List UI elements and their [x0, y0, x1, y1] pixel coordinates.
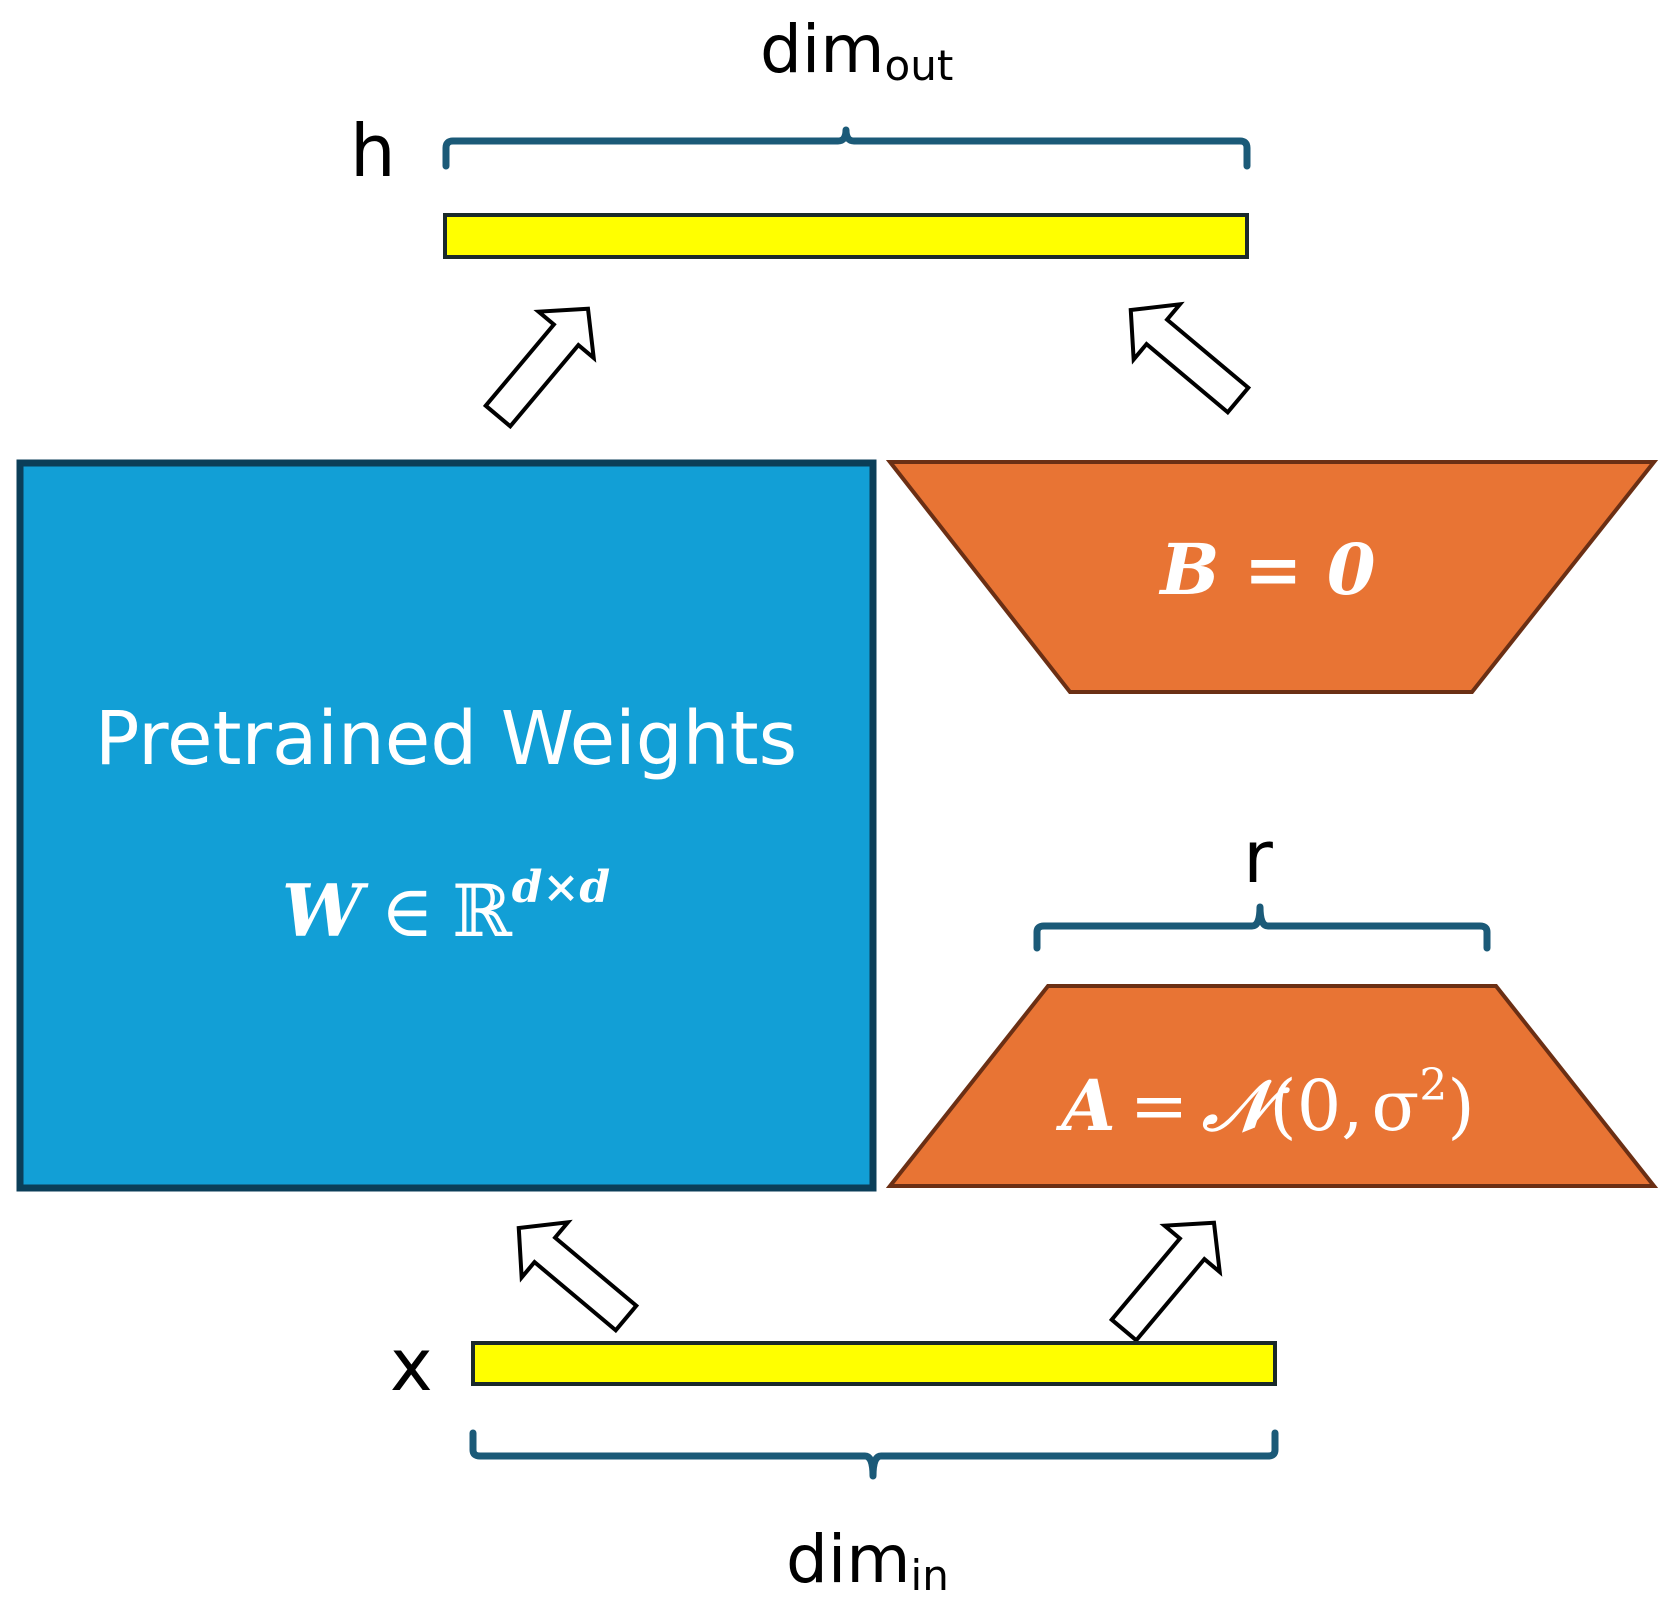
arrow-x-to-a	[1108, 1220, 1223, 1344]
matrix-a-lhs: A	[1055, 1064, 1115, 1147]
matrix-a-eq: =	[1130, 1065, 1189, 1147]
weights-set: ℝ	[452, 869, 513, 953]
dim-in-subscript: in	[911, 1551, 949, 1599]
rank-r-brace	[1033, 903, 1491, 952]
input-vector-x	[471, 1341, 1277, 1386]
arrow-weights-to-h	[482, 306, 597, 430]
weights-formula: W∈ℝd×d	[282, 862, 610, 953]
weights-var: W	[282, 868, 369, 953]
matrix-a-close: )	[1447, 1065, 1474, 1147]
weights-rel: ∈	[381, 869, 434, 953]
arrow-b-to-h	[1128, 301, 1252, 416]
matrix-a-trapezoid	[885, 984, 1659, 1188]
dim-out-main: dim	[760, 11, 885, 88]
dim-out-label: dimout	[760, 11, 953, 90]
pretrained-weights-title: Pretrained Weights	[95, 696, 797, 782]
arrow-x-to-weights	[516, 1219, 640, 1334]
matrix-a-sq: 2	[1419, 1060, 1447, 1111]
matrix-a-formula: A=𝒩(0,σ2)	[1055, 1060, 1474, 1147]
r-label: r	[1243, 815, 1273, 899]
matrix-a-open: (	[1269, 1065, 1296, 1147]
matrix-b-formula: B = 0	[1158, 528, 1375, 611]
x-label: x	[390, 1323, 433, 1407]
pretrained-weights-box	[16, 459, 877, 1192]
matrix-b-trapezoid	[885, 460, 1659, 694]
matrix-a-mean: 0,	[1297, 1065, 1364, 1147]
matrix-a-sigma: σ	[1372, 1065, 1420, 1147]
input-dim-brace	[469, 1429, 1279, 1480]
weights-exp: d×d	[512, 862, 610, 913]
dim-out-subscript: out	[885, 41, 954, 90]
dim-in-main: dim	[786, 1521, 911, 1598]
h-label: h	[350, 109, 396, 193]
output-vector-h	[443, 213, 1249, 259]
dim-in-label: dimin	[786, 1521, 949, 1599]
output-dim-brace	[442, 126, 1251, 170]
